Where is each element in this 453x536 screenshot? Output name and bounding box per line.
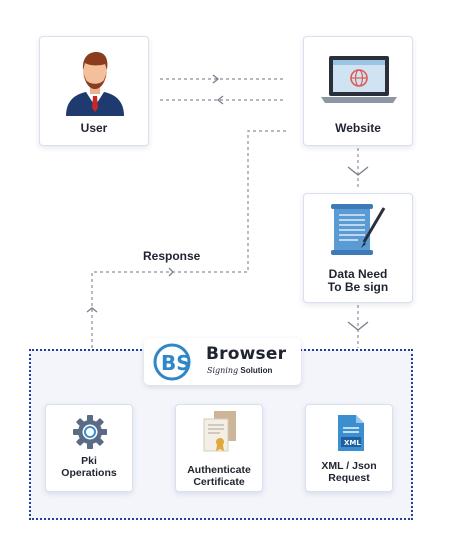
bs-monogram-icon: BS — [153, 343, 191, 381]
arrow-right-icon — [212, 74, 220, 84]
auth-cert-label-line2: Certificate — [193, 476, 245, 488]
xml-badge-text: XML — [344, 439, 361, 447]
arrow-up-icon — [86, 307, 98, 313]
logo-tagline-bold: Solution — [240, 366, 273, 375]
data-to-sign-label-line2: To Be sign — [327, 280, 389, 294]
pki-operations-node: Pki Operations — [45, 404, 133, 492]
pki-label-line1: Pki — [81, 455, 97, 467]
data-to-sign-label-line1: Data Need — [328, 267, 388, 281]
bs-monogram-text: BS — [161, 351, 191, 375]
document-pen-icon — [331, 204, 386, 255]
chevron-down-icon — [347, 166, 369, 176]
pki-label-line2: Operations — [61, 467, 117, 479]
logo-wordmark: Browser — [206, 344, 287, 364]
logo-tagline: Signing Solution — [207, 366, 272, 375]
xml-file-icon: XML — [338, 415, 364, 451]
gear-icon — [73, 415, 107, 449]
auth-cert-label-line1: Authenticate — [187, 464, 251, 476]
data-to-sign-node: Data Need To Be sign — [303, 193, 413, 303]
xml-json-label-line1: XML / Json — [321, 460, 377, 472]
xml-json-label-line2: Request — [328, 472, 370, 484]
authenticate-certificate-node: Authenticate Certificate — [175, 404, 263, 492]
laptop-globe-icon — [321, 56, 397, 103]
arrow-right-icon — [168, 267, 174, 277]
user-label: User — [80, 121, 108, 135]
xml-json-request-node: XML XML / Json Request — [305, 404, 393, 492]
website-node: Website — [303, 36, 413, 146]
logo-tagline-italic: Signing — [207, 366, 239, 375]
browser-signing-logo: BS Browser Signing Solution — [144, 338, 301, 385]
user-node: User — [39, 36, 149, 146]
businessman-icon — [66, 52, 124, 116]
response-wire — [91, 130, 286, 402]
certificate-icon — [203, 411, 236, 452]
chevron-down-icon — [347, 321, 369, 331]
website-label: Website — [335, 121, 381, 135]
arrow-left-icon — [216, 95, 224, 105]
response-label: Response — [143, 249, 201, 263]
